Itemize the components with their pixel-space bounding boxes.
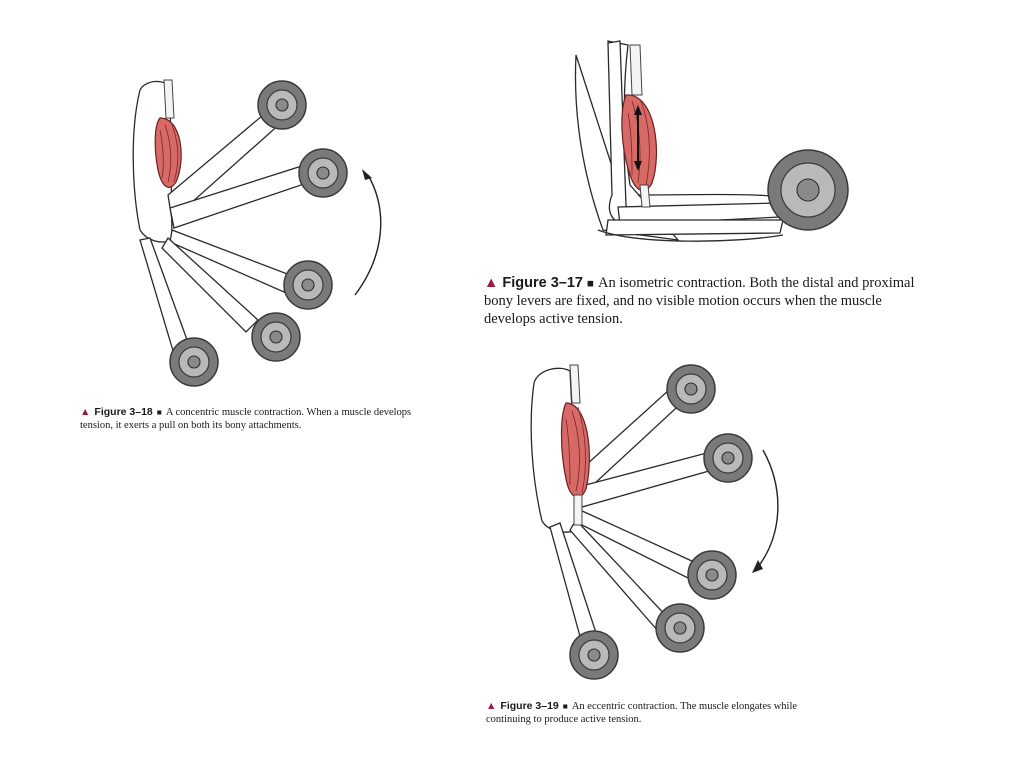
square-bullet-icon: ■	[562, 702, 568, 711]
upward-arrow-icon	[354, 169, 382, 296]
weight-icon	[687, 550, 737, 600]
caption-text: An isometric contraction. Both the dista…	[484, 275, 915, 328]
weight-icon	[251, 312, 301, 362]
weight-icon	[703, 433, 753, 483]
isometric-contraction-illustration	[568, 35, 858, 250]
weight-icon	[257, 80, 307, 130]
figure-3-19-caption: ▲Figure 3–19■An eccentric contraction. T…	[486, 700, 826, 726]
square-bullet-icon: ■	[156, 408, 162, 417]
caption-text: A concentric muscle contraction. When a …	[80, 407, 412, 432]
figure-3-18-caption: ▲Figure 3–18■A concentric muscle contrac…	[80, 406, 420, 432]
figure-label: Figure 3–18	[94, 406, 153, 418]
eccentric-contraction-illustration	[520, 355, 800, 685]
figure-label: Figure 3–17	[502, 275, 583, 291]
double-arrow-icon	[634, 105, 642, 171]
square-bullet-icon: ■	[586, 277, 594, 290]
weight-icon	[298, 148, 348, 198]
weight-icon	[767, 149, 849, 231]
weight-icon	[283, 260, 333, 310]
weight-icon	[666, 364, 716, 414]
concentric-contraction-illustration	[110, 70, 390, 400]
figure-label: Figure 3–19	[500, 700, 559, 712]
weight-icon	[169, 337, 219, 387]
triangle-marker-icon: ▲	[484, 275, 499, 291]
weight-icon	[569, 630, 619, 680]
figure-3-17-caption: ▲Figure 3–17■An isometric contraction. B…	[484, 274, 930, 328]
weight-icon	[655, 603, 705, 653]
triangle-marker-icon: ▲	[486, 701, 497, 712]
downward-arrow-icon	[752, 449, 779, 573]
triangle-marker-icon: ▲	[80, 407, 91, 418]
caption-text: An eccentric contraction. The muscle elo…	[486, 701, 798, 726]
